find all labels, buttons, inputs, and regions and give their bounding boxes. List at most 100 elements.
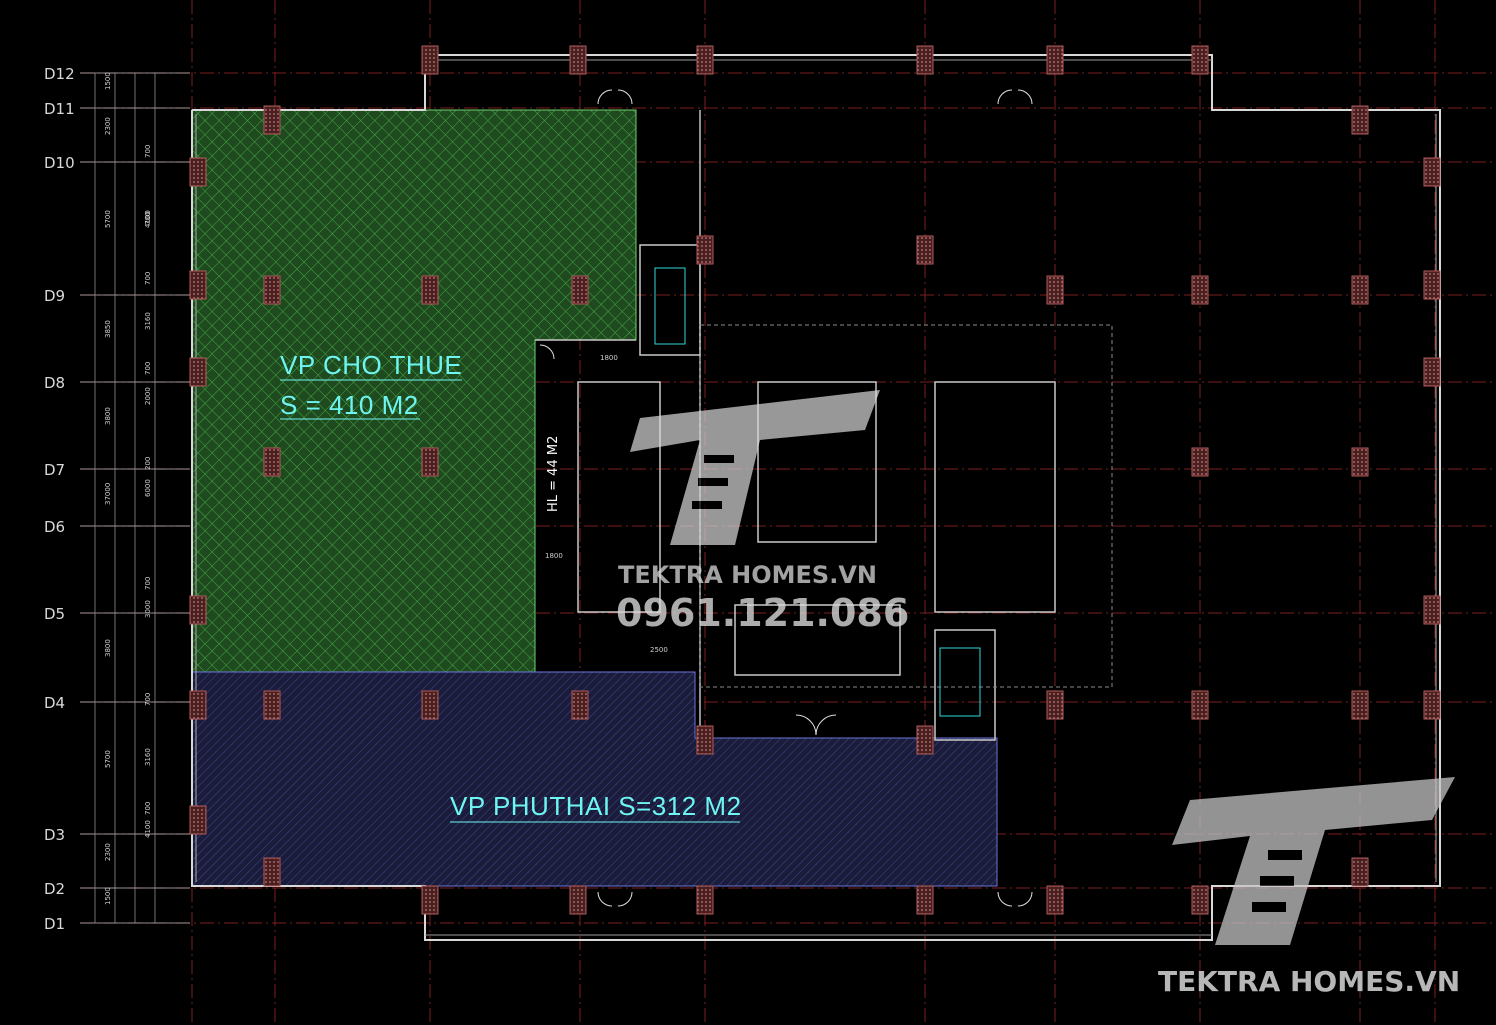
structural-column (421, 690, 439, 720)
dimension-value: 700 (144, 802, 152, 815)
dimension-value: 3160 (144, 312, 152, 330)
corridor-dim-1: 1800 (600, 354, 618, 362)
dimension-value: 700 (144, 577, 152, 590)
phuthai-office-label: VP PHUTHAI S=312 M2 (450, 791, 742, 821)
structural-column (1351, 275, 1369, 305)
structural-column (189, 690, 207, 720)
corridor-dim-2: 1800 (545, 552, 563, 560)
dimension-value: 3160 (144, 748, 152, 766)
dimension-chain: 1500230057003850380037000380057002300150… (94, 72, 156, 923)
stair-north (654, 267, 686, 345)
structural-column (1191, 45, 1209, 75)
grid-axis-label: D11 (44, 100, 75, 118)
dimension-value: 5700 (104, 750, 112, 768)
structural-column (189, 357, 207, 387)
grid-axis-label: D4 (44, 694, 65, 712)
structural-column (1351, 690, 1369, 720)
structural-column (1191, 447, 1209, 477)
structural-column (571, 275, 589, 305)
structural-column (189, 805, 207, 835)
dimension-value: 3800 (104, 639, 112, 657)
dimension-value: 37000 (104, 483, 112, 505)
columns (189, 45, 1441, 915)
structural-column (1046, 45, 1064, 75)
structural-column (263, 447, 281, 477)
structural-column (1351, 857, 1369, 887)
corner-watermark-site: TEKTRA HOMES.VN (1158, 965, 1460, 998)
dimension-value: 1500 (104, 72, 112, 90)
structural-column (1423, 157, 1441, 187)
dimension-value: 700 (144, 212, 152, 225)
structural-column (421, 45, 439, 75)
dimension-value: 700 (144, 145, 152, 158)
corridor-area-label: HL = 44 M2 (546, 436, 561, 512)
center-watermark-logo (630, 390, 880, 545)
grid-axis-label: D6 (44, 518, 65, 536)
zone-phuthai-office (191, 671, 998, 887)
center-watermark-phone: 0961.121.086 (616, 591, 909, 635)
structural-column (696, 725, 714, 755)
corner-watermark-logo (1172, 777, 1455, 945)
structural-column (263, 105, 281, 135)
structural-column (1351, 105, 1369, 135)
structural-column (421, 275, 439, 305)
dimension-value: 4100 (144, 210, 152, 228)
dimension-value: 6000 (144, 479, 152, 497)
grid-axis-label: D2 (44, 880, 65, 898)
structural-column (696, 885, 714, 915)
structural-column (263, 275, 281, 305)
grid-axis-label: D3 (44, 826, 65, 844)
structural-column (569, 885, 587, 915)
dimension-value: 700 (144, 362, 152, 375)
stair-south (939, 647, 981, 717)
structural-column (263, 690, 281, 720)
structural-column (189, 157, 207, 187)
structural-column (1191, 690, 1209, 720)
grid-axis-label: D1 (44, 915, 65, 933)
rental-office-area: S = 410 M2 (280, 390, 419, 420)
structural-column (421, 885, 439, 915)
structural-column (1423, 270, 1441, 300)
dimension-value: 5700 (104, 210, 112, 228)
grid-axis-label: D10 (44, 154, 75, 172)
structural-column (1046, 885, 1064, 915)
dimension-value: 2300 (104, 843, 112, 861)
grid-axis-label: D5 (44, 605, 65, 623)
grid-axis-label: D8 (44, 374, 65, 392)
center-watermark-site: TEKTRA HOMES.VN (618, 561, 877, 589)
structural-column (1423, 690, 1441, 720)
dimension-value: 2300 (104, 117, 112, 135)
structural-column (916, 45, 934, 75)
structural-column (421, 447, 439, 477)
structural-column (189, 595, 207, 625)
grid-axis-label: D7 (44, 461, 65, 479)
dimension-value: 4100 (144, 820, 152, 838)
dimension-value: 3000 (144, 600, 152, 618)
structural-column (1423, 357, 1441, 387)
grid-axis-label: D9 (44, 287, 65, 305)
structural-column (263, 857, 281, 887)
structural-column (696, 235, 714, 265)
corridor-dim-3: 2500 (650, 646, 668, 654)
structural-column (916, 235, 934, 265)
structural-column (1351, 447, 1369, 477)
dimension-value: 200 (144, 457, 152, 470)
dimension-value: 700 (144, 693, 152, 706)
structural-column (916, 725, 934, 755)
structural-column (571, 690, 589, 720)
structural-column (1046, 690, 1064, 720)
grid-axis-label: D12 (44, 65, 75, 83)
structural-column (916, 885, 934, 915)
dimension-value: 2000 (144, 387, 152, 405)
dimension-value: 3800 (104, 407, 112, 425)
dimension-value: 700 (144, 272, 152, 285)
structural-column (1423, 595, 1441, 625)
doors (539, 89, 1033, 907)
structural-column (1191, 885, 1209, 915)
structural-column (189, 270, 207, 300)
dimension-value: 1500 (104, 887, 112, 905)
structural-column (569, 45, 587, 75)
structural-column (696, 45, 714, 75)
